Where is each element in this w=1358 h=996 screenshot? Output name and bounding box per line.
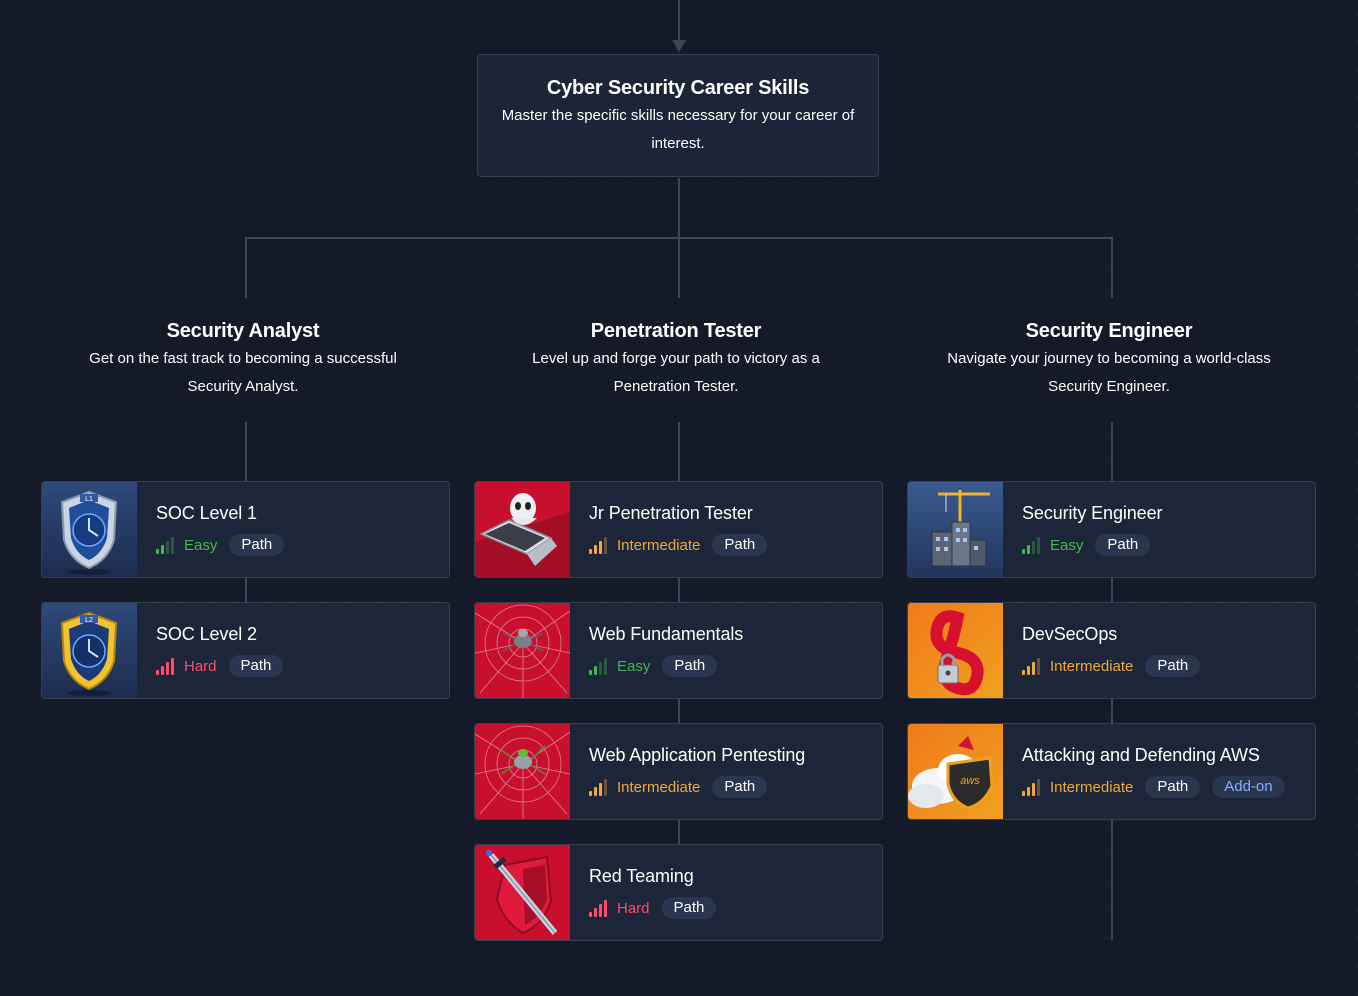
signal-bars-icon — [1022, 537, 1042, 554]
career-skills-root-node: Cyber Security Career Skills Master the … — [477, 54, 879, 177]
difficulty-label: Intermediate — [1050, 778, 1134, 796]
path-card-devsecops[interactable]: DevSecOps Intermediate Path — [907, 602, 1316, 699]
difficulty-indicator: Easy — [1022, 537, 1083, 554]
green-spider-web-icon — [475, 724, 570, 819]
difficulty-label: Easy — [184, 536, 218, 554]
difficulty-indicator: Intermediate — [1022, 779, 1133, 796]
card-title: Jr Penetration Tester — [589, 503, 753, 523]
column-title: Penetration Tester — [590, 320, 762, 342]
column-title: Security Analyst — [166, 320, 320, 342]
column-security-engineer: Security Engineer Navigate your journey … — [909, 320, 1309, 401]
column-description: Level up and forge your path to victory … — [532, 350, 820, 395]
path-badge: Path — [712, 534, 768, 556]
signal-bars-icon — [1022, 779, 1042, 796]
path-card-attacking-and-defending-aws[interactable]: aws Attacking and Defending AWS Intermed… — [907, 723, 1316, 820]
svg-text:L1: L1 — [85, 496, 93, 503]
path-badge: Path — [228, 655, 284, 677]
card-title: Security Engineer — [1022, 503, 1163, 523]
difficulty-label: Hard — [184, 657, 217, 675]
path-badge: Path — [1145, 776, 1201, 798]
path-card-soc-level-2[interactable]: L2 SOC Level 2 Hard Path — [41, 602, 450, 699]
card-title: SOC Level 1 — [156, 503, 257, 523]
difficulty-indicator: Intermediate — [589, 779, 700, 796]
addon-badge: Add-on — [1212, 776, 1285, 798]
path-card-web-application-pentesting[interactable]: Web Application Pentesting Intermediate … — [474, 723, 883, 820]
card-title: Web Application Pentesting — [589, 745, 806, 765]
arrow-down-icon — [672, 40, 686, 52]
column-security-analyst: Security Analyst Get on the fast track t… — [43, 320, 443, 401]
hacker-laptop-icon — [475, 482, 570, 577]
connector-branch — [245, 237, 1113, 239]
svg-text:aws: aws — [960, 775, 980, 787]
sword-shield-icon — [475, 845, 570, 940]
path-badge: Path — [1095, 534, 1151, 556]
card-title: Attacking and Defending AWS — [1022, 745, 1260, 765]
signal-bars-icon — [589, 900, 609, 917]
signal-bars-icon — [589, 779, 609, 796]
difficulty-label: Hard — [617, 899, 650, 917]
spider-web-icon — [475, 603, 570, 698]
card-title: DevSecOps — [1022, 624, 1118, 644]
path-badge: Path — [662, 655, 718, 677]
path-card-red-teaming[interactable]: Red Teaming Hard Path — [474, 844, 883, 941]
difficulty-indicator: Easy — [156, 537, 217, 554]
card-title: SOC Level 2 — [156, 624, 257, 644]
signal-bars-icon — [1022, 658, 1042, 675]
difficulty-label: Intermediate — [617, 536, 701, 554]
root-description: Master the specific skills necessary for… — [501, 107, 855, 152]
card-title: Web Fundamentals — [589, 624, 744, 644]
construction-crane-icon — [908, 482, 1003, 577]
svg-text:L2: L2 — [85, 617, 93, 624]
column-description: Get on the fast track to becoming a succ… — [89, 350, 397, 395]
infinity-lock-icon — [908, 603, 1003, 698]
connector-col3 — [1111, 237, 1113, 298]
path-badge: Path — [1145, 655, 1201, 677]
path-badge: Path — [661, 897, 717, 919]
difficulty-indicator: Easy — [589, 658, 650, 675]
signal-bars-icon — [156, 658, 176, 675]
path-badge: Path — [229, 534, 285, 556]
signal-bars-icon — [589, 537, 609, 554]
path-badge: Path — [712, 776, 768, 798]
path-card-soc-level-1[interactable]: L1 SOC Level 1 Easy Path — [41, 481, 450, 578]
soc-level-1-shield-icon: L1 — [42, 482, 137, 577]
column-penetration-tester: Penetration Tester Level up and forge yo… — [476, 320, 876, 401]
difficulty-label: Easy — [1050, 536, 1084, 554]
soc-level-2-shield-icon: L2 — [42, 603, 137, 698]
difficulty-label: Intermediate — [617, 778, 701, 796]
path-card-jr-penetration-tester[interactable]: Jr Penetration Tester Intermediate Path — [474, 481, 883, 578]
card-title: Red Teaming — [589, 866, 694, 886]
difficulty-indicator: Intermediate — [1022, 658, 1133, 675]
column-description: Navigate your journey to becoming a worl… — [947, 350, 1271, 395]
difficulty-indicator: Intermediate — [589, 537, 700, 554]
path-card-web-fundamentals[interactable]: Web Fundamentals Easy Path — [474, 602, 883, 699]
signal-bars-icon — [589, 658, 609, 675]
aws-cloud-shield-icon: aws — [908, 724, 1003, 819]
difficulty-label: Intermediate — [1050, 657, 1134, 675]
path-card-security-engineer[interactable]: Security Engineer Easy Path — [907, 481, 1316, 578]
connector-top — [678, 0, 680, 42]
difficulty-indicator: Hard — [589, 900, 650, 917]
difficulty-indicator: Hard — [156, 658, 217, 675]
column-title: Security Engineer — [1025, 320, 1193, 342]
signal-bars-icon — [156, 537, 176, 554]
root-title: Cyber Security Career Skills — [546, 77, 810, 99]
connector-col1 — [245, 237, 247, 298]
difficulty-label: Easy — [617, 657, 651, 675]
